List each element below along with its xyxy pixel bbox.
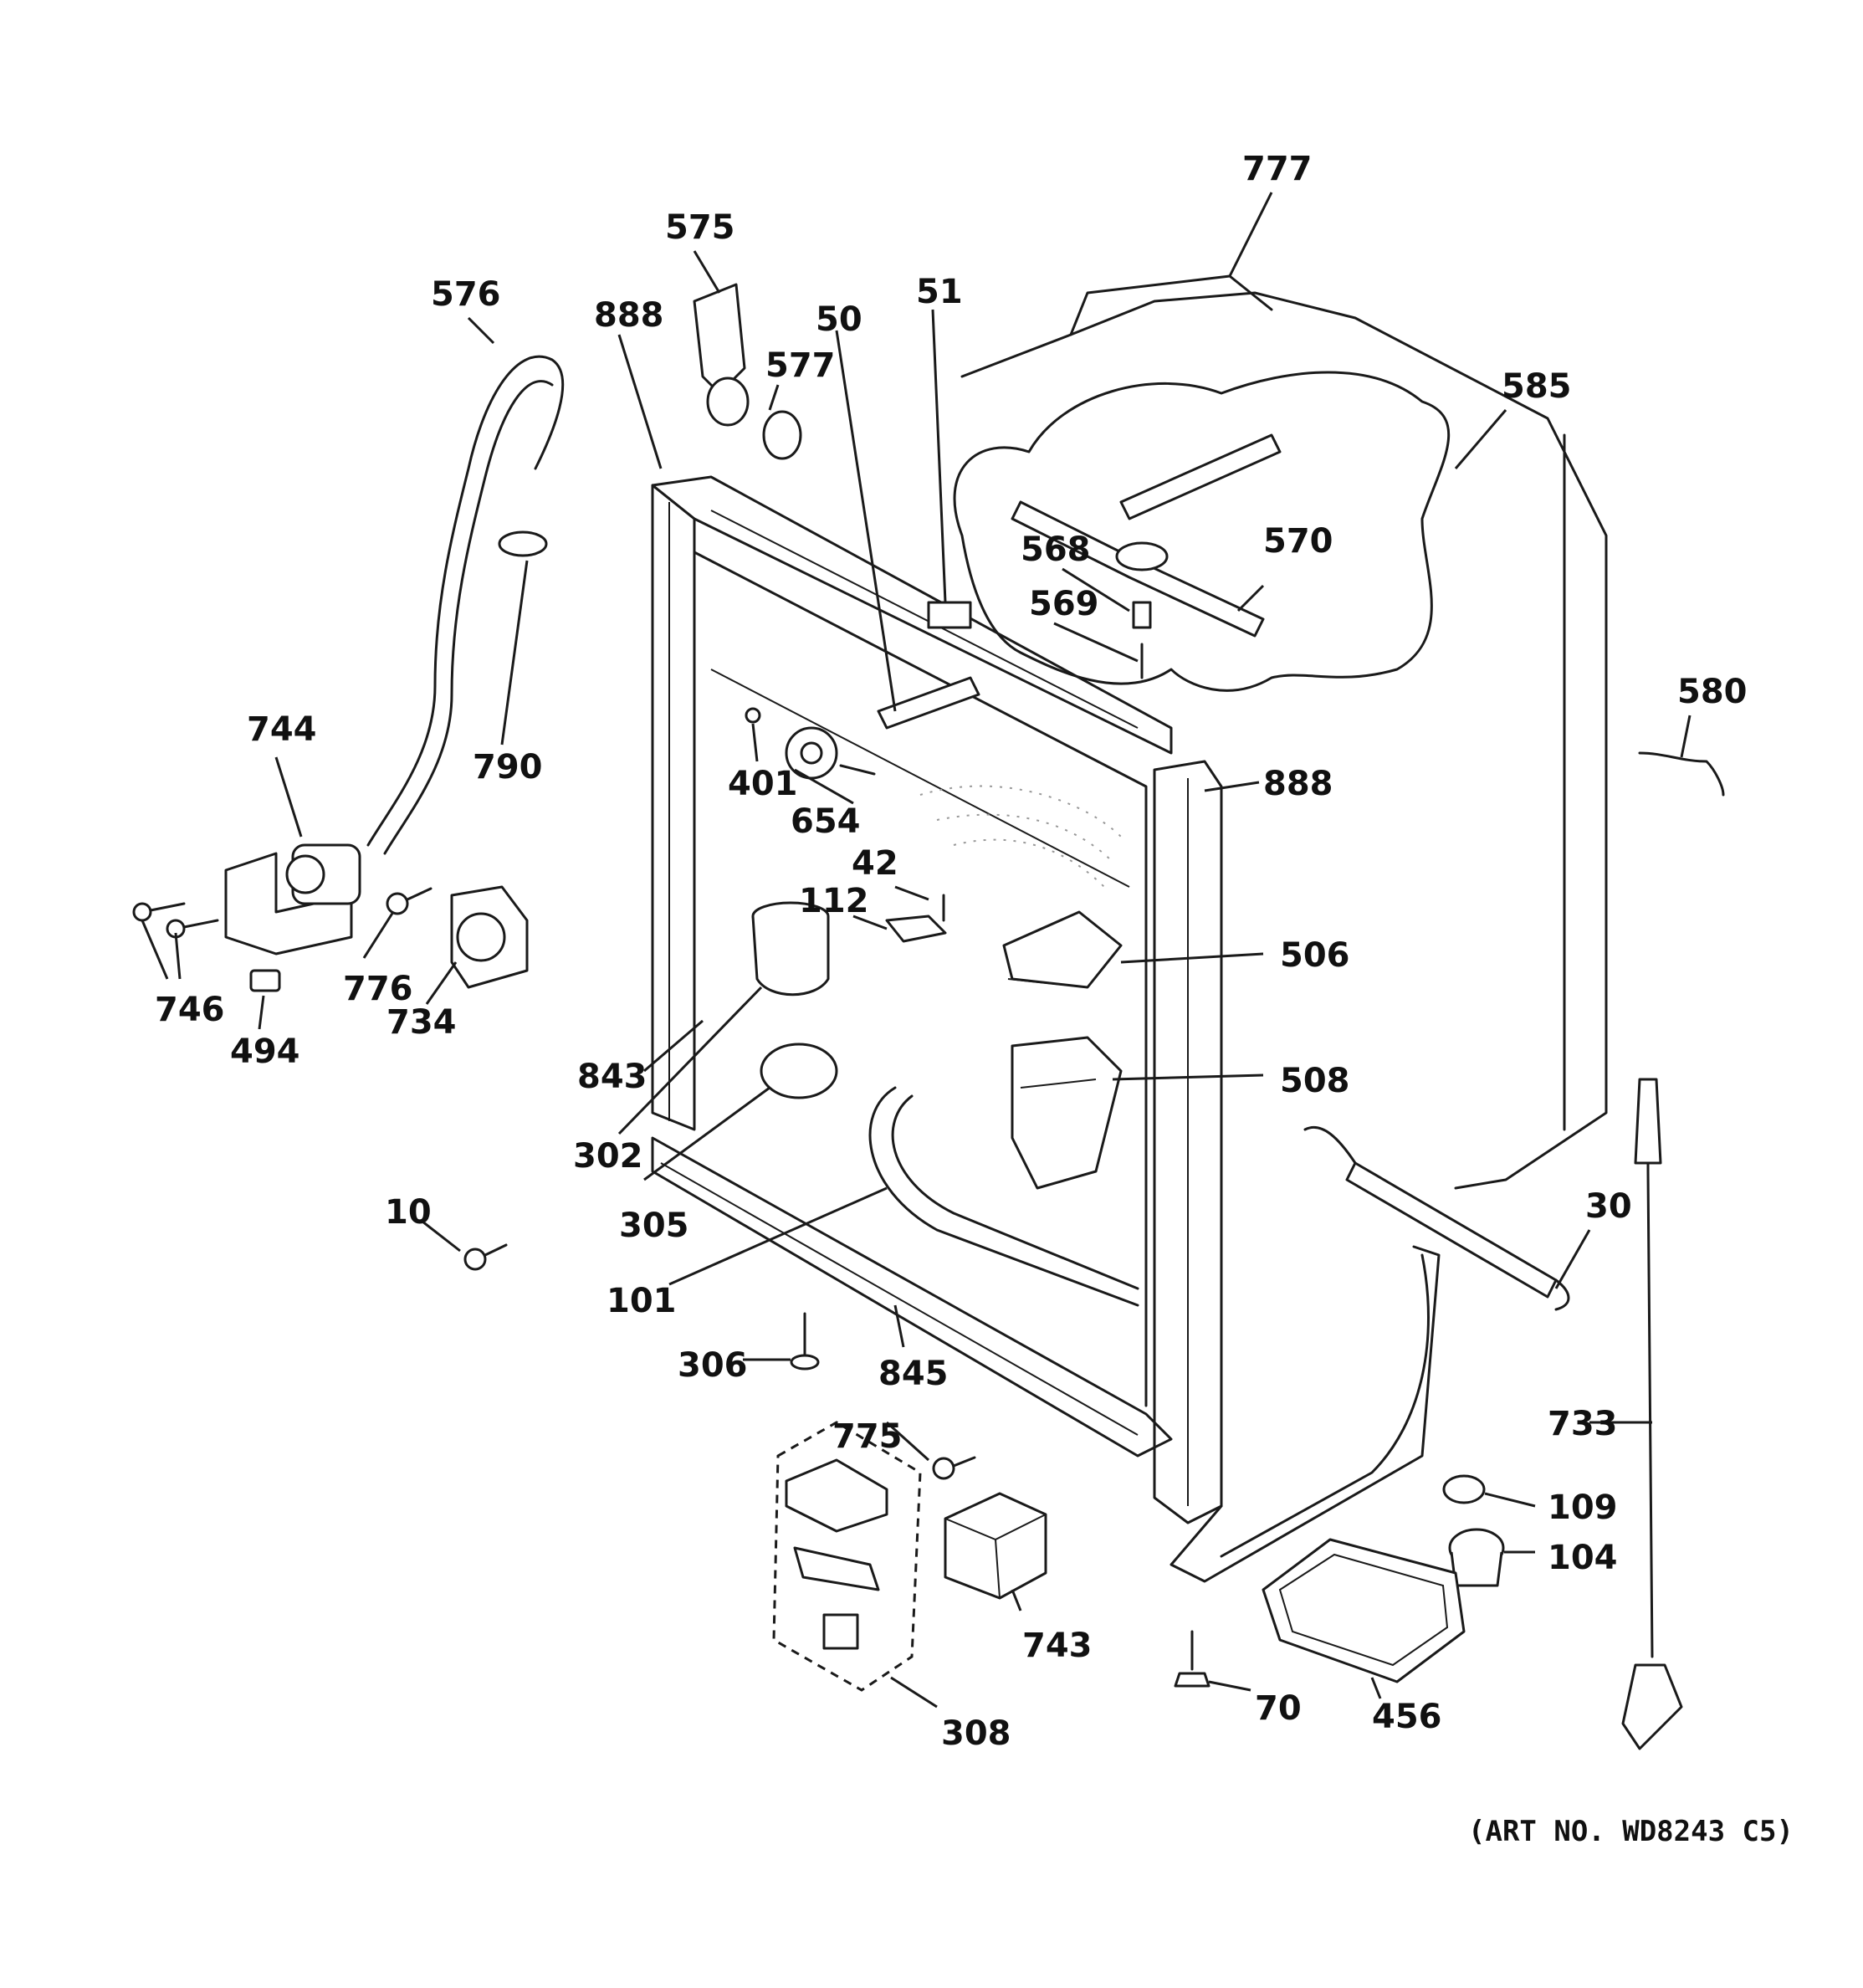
wire-harness	[1638, 751, 1725, 797]
callout-labels: 777 575 576 888 50 51 577 585 568 570 56…	[155, 150, 1794, 1848]
water-inlet-valve	[224, 843, 361, 956]
callout-101: 101	[606, 1282, 677, 1320]
spray-arm-nut	[1132, 601, 1152, 629]
motor-cover	[751, 901, 830, 997]
plug	[745, 707, 761, 724]
callout-654: 654	[791, 802, 861, 841]
upper-spray-arm	[1011, 433, 1282, 638]
callout-308: 308	[941, 1714, 1011, 1753]
float-switch	[450, 885, 529, 989]
callout-734: 734	[386, 1003, 457, 1042]
callout-733: 733	[1548, 1405, 1618, 1443]
clip	[249, 969, 281, 992]
callout-30: 30	[1585, 1187, 1632, 1226]
callout-575: 575	[665, 208, 735, 247]
callout-744: 744	[247, 710, 317, 749]
callout-305: 305	[619, 1207, 689, 1245]
callout-585: 585	[1502, 367, 1572, 406]
callout-775: 775	[832, 1417, 903, 1456]
clip-112	[885, 915, 947, 943]
callout-112: 112	[799, 882, 869, 920]
leg-70	[1174, 1630, 1210, 1688]
callout-109: 109	[1548, 1488, 1618, 1527]
terminal-block-kit	[772, 1421, 922, 1692]
hose-clamp	[498, 530, 548, 557]
spray-tube-inlet	[693, 283, 746, 395]
art-number: (ART NO. WD8243 C5)	[1468, 1815, 1794, 1848]
callout-104: 104	[1548, 1539, 1618, 1577]
bracket-51	[927, 601, 972, 629]
callout-51: 51	[916, 273, 963, 311]
pulley-assembly	[785, 726, 876, 780]
callout-508: 508	[1280, 1062, 1350, 1100]
rinse-aid-dispenser	[1002, 910, 1123, 989]
detergent-cup	[1011, 1036, 1123, 1190]
callout-568: 568	[1021, 530, 1091, 569]
callout-494: 494	[230, 1032, 300, 1071]
screw-775	[932, 1456, 976, 1480]
callout-50: 50	[816, 300, 862, 339]
callout-506: 506	[1280, 936, 1350, 975]
leader-lines	[141, 192, 1692, 1709]
tub-assembly	[651, 274, 1608, 1583]
callout-776: 776	[343, 970, 413, 1008]
washer-109	[1442, 1474, 1486, 1504]
callout-306: 306	[678, 1346, 748, 1385]
callout-580: 580	[1677, 673, 1748, 711]
screw-776	[386, 887, 432, 915]
callout-577: 577	[765, 346, 836, 385]
callout-845: 845	[878, 1355, 949, 1393]
callout-302: 302	[573, 1137, 643, 1176]
callout-743: 743	[1022, 1627, 1093, 1665]
callout-790: 790	[473, 748, 543, 786]
base-pan	[1262, 1538, 1466, 1683]
callout-843: 843	[577, 1058, 647, 1096]
fill-hose	[366, 355, 565, 855]
bracket-50	[877, 676, 980, 730]
screw-10	[463, 1243, 508, 1271]
callout-70: 70	[1255, 1689, 1302, 1728]
callout-10: 10	[385, 1193, 432, 1232]
callout-569: 569	[1029, 585, 1099, 623]
door-cable	[1621, 1078, 1683, 1750]
callout-456: 456	[1372, 1698, 1442, 1736]
callout-888-right: 888	[1263, 765, 1333, 803]
leveling-leg	[790, 1312, 820, 1371]
dome-cap	[760, 1043, 838, 1099]
callout-570: 570	[1263, 522, 1333, 561]
control-box	[944, 1492, 1047, 1600]
callout-746: 746	[155, 991, 225, 1029]
inlet-gasket	[762, 410, 802, 460]
callout-401: 401	[728, 765, 798, 803]
callout-888-top: 888	[594, 296, 664, 335]
callout-777: 777	[1242, 150, 1313, 188]
callout-42: 42	[852, 844, 898, 883]
nut-104	[1448, 1528, 1505, 1587]
inlet-nut	[706, 377, 750, 427]
callout-576: 576	[431, 275, 501, 314]
